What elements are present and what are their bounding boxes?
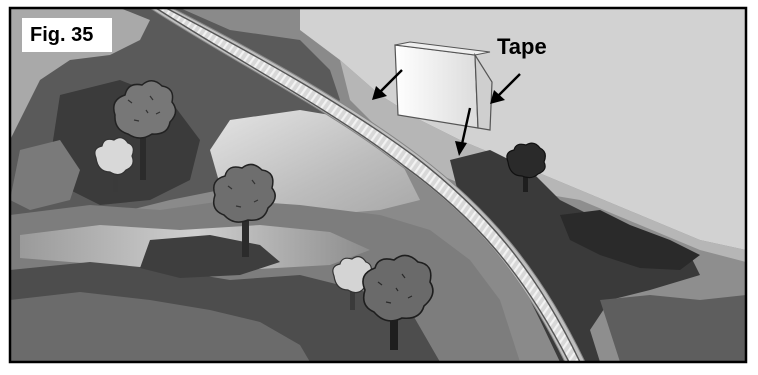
figure-label: Fig. 35 [22, 18, 112, 52]
tape-callout-label: Tape [497, 34, 547, 60]
right-lower-dark [600, 295, 746, 362]
